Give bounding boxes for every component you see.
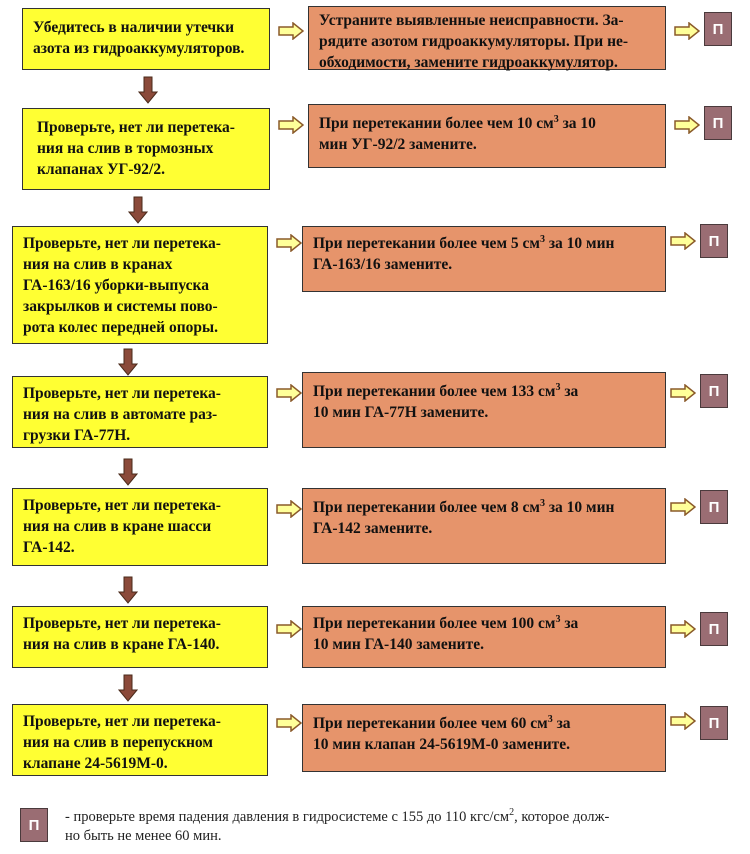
arrow-right-icon <box>670 620 696 638</box>
check-box-7: Проверьте, нет ли перетека- ния на слив … <box>12 704 268 776</box>
action-text: При перетекании более чем 60 см <box>313 715 548 732</box>
action-text: При перетекании более чем 5 см <box>313 235 540 252</box>
check-box-4: Проверьте, нет ли перетека- ния на слив … <box>12 376 268 448</box>
arrow-right-icon <box>670 498 696 516</box>
legend-text: - проверьте время падения давления в гид… <box>65 808 735 846</box>
arrow-down-icon <box>128 196 148 224</box>
arrow-right-icon <box>670 384 696 402</box>
legend-sup: 2 <box>509 807 515 819</box>
action-sup: 3 <box>553 113 559 125</box>
arrow-down-icon <box>118 348 138 376</box>
check-box-5: Проверьте, нет ли перетека- ния на слив … <box>12 488 268 566</box>
legend-p-marker: П <box>20 808 48 842</box>
action-box-1: Устраните выявленные неисправности. За- … <box>308 6 666 71</box>
arrow-down-icon <box>138 76 158 104</box>
legend-text-b: , которое долж- но быть не менее 60 мин. <box>65 809 610 844</box>
action-sup: 3 <box>547 713 553 725</box>
arrow-right-icon <box>276 714 302 732</box>
action-text: за 10 мин ГА-77Н замените. <box>313 383 579 421</box>
p-marker: П <box>700 706 728 740</box>
p-marker: П <box>700 224 728 258</box>
arrow-down-icon <box>118 576 138 604</box>
action-text: При перетекании более чем 10 см <box>319 115 554 132</box>
action-text: При перетекании более чем 8 см <box>313 499 540 516</box>
action-text: за 10 мин ГА-140 замените. <box>313 615 579 653</box>
arrow-right-icon <box>670 712 696 730</box>
arrow-right-icon <box>670 232 696 250</box>
action-text: за 10 мин ГА-142 замените. <box>313 499 615 537</box>
action-text: за 10 мин клапан 24-5619М-0 замените. <box>313 715 571 753</box>
arrow-right-icon <box>276 620 302 638</box>
p-marker: П <box>704 12 732 46</box>
legend-text-a: - проверьте время падения давления в гид… <box>65 809 510 825</box>
action-box-3: При перетекании более чем 5 см3 за 10 ми… <box>302 226 666 292</box>
p-marker: П <box>700 490 728 524</box>
arrow-right-icon <box>276 234 302 252</box>
arrow-right-icon <box>276 384 302 402</box>
check-box-6: Проверьте, нет ли перетека- ния на слив … <box>12 606 268 668</box>
action-box-2: При перетекании более чем 10 см3 за 10 м… <box>308 104 666 168</box>
arrow-right-icon <box>278 116 304 134</box>
p-marker: П <box>704 106 732 140</box>
action-sup: 3 <box>539 497 545 509</box>
p-marker: П <box>700 612 728 646</box>
arrow-right-icon <box>276 500 302 518</box>
action-box-6: При перетекании более чем 100 см3 за 10 … <box>302 606 666 668</box>
arrow-down-icon <box>118 458 138 486</box>
check-box-1: Убедитесь в наличии утечки азота из гидр… <box>22 8 270 70</box>
action-sup: 3 <box>555 381 561 393</box>
action-box-7: При перетекании более чем 60 см3 за 10 м… <box>302 704 666 772</box>
action-box-4: При перетекании более чем 133 см3 за 10 … <box>302 372 666 448</box>
arrow-down-icon <box>118 674 138 702</box>
arrow-right-icon <box>674 116 700 134</box>
action-text: за 10 мин ГА-163/16 замените. <box>313 235 615 273</box>
action-text: При перетекании более чем 133 см <box>313 383 556 400</box>
action-text: При перетекании более чем 100 см <box>313 615 556 632</box>
action-sup: 3 <box>555 613 561 625</box>
action-box-5: При перетекании более чем 8 см3 за 10 ми… <box>302 488 666 564</box>
arrow-right-icon <box>278 22 304 40</box>
check-box-2: Проверьте, нет ли перетека- ния на слив … <box>22 108 270 190</box>
p-marker: П <box>700 374 728 408</box>
check-box-3: Проверьте, нет ли перетека- ния на слив … <box>12 226 268 344</box>
action-sup: 3 <box>539 233 545 245</box>
arrow-right-icon <box>674 22 700 40</box>
action-text: за 10 мин УГ-92/2 замените. <box>319 115 596 153</box>
